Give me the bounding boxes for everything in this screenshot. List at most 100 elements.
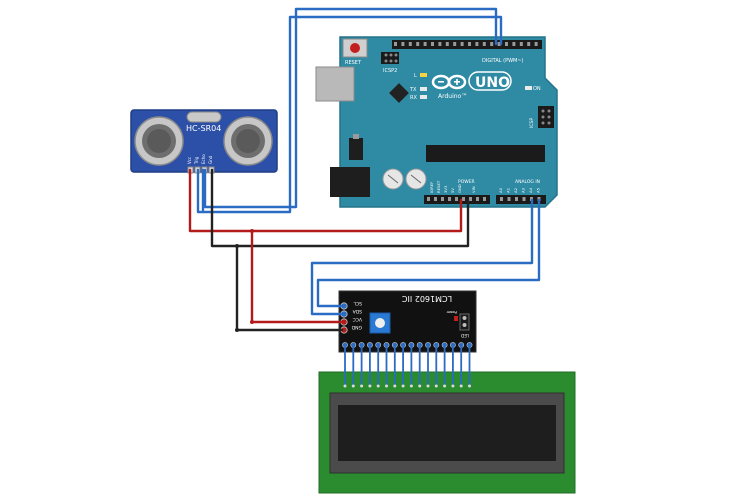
potentiometer-knob xyxy=(375,318,385,328)
digital-pin xyxy=(445,42,449,46)
wire-junctions xyxy=(235,229,254,332)
digital-pin xyxy=(490,42,494,46)
digital-pin xyxy=(497,42,501,46)
power-pin xyxy=(434,197,437,201)
led-jumper[interactable] xyxy=(459,313,470,331)
l-label: L xyxy=(414,73,417,79)
lcd-pin xyxy=(451,384,455,388)
arduino-wordmark: Arduino™ xyxy=(438,93,467,100)
icsp2-header xyxy=(381,52,399,64)
usb-connector xyxy=(315,66,355,102)
sensor-pin-label-echo: Echo xyxy=(201,154,206,164)
uno-label: UNO xyxy=(475,75,510,91)
digital-pin xyxy=(468,42,471,46)
lcd-pin xyxy=(459,384,463,388)
i2c-power-led xyxy=(454,316,458,321)
analog-pin xyxy=(507,197,511,201)
digital-pin xyxy=(394,42,397,46)
hc-sr04-sensor: HC-SR04 Vcc Trig Echo Gnd xyxy=(130,109,278,174)
icsp2-label: ICSP2 xyxy=(383,68,397,74)
lcd-pin xyxy=(385,384,388,388)
lcd-pin xyxy=(468,384,471,388)
power-label: POWER xyxy=(458,179,475,185)
icsp-label: ICSP xyxy=(529,118,535,128)
wire-lcd-vcc xyxy=(250,229,344,324)
digital-header-pins xyxy=(394,42,538,46)
i2c-pin-label-vcc: VCC xyxy=(353,316,362,322)
pin-label-vin: VIN xyxy=(471,186,476,193)
analog-pin xyxy=(515,197,518,201)
wiring xyxy=(188,7,541,332)
rx-led xyxy=(420,95,427,99)
digital-pin xyxy=(505,42,508,46)
power-pin xyxy=(455,197,458,201)
i2c-pin-label-scl: SCL xyxy=(353,300,362,306)
digital-pin xyxy=(519,42,523,46)
i2c-pin-label-gnd: GND xyxy=(351,324,362,330)
sensor-crystal xyxy=(186,111,222,123)
digital-pin xyxy=(453,42,457,46)
i2c-title: LCM1602 IIC xyxy=(402,294,453,303)
power-pin xyxy=(441,197,444,201)
arduino-logo xyxy=(431,74,467,90)
lcd-pin xyxy=(409,384,413,388)
icsp-header xyxy=(538,106,554,128)
digital-pin xyxy=(475,42,479,46)
digital-header xyxy=(392,40,542,49)
lcd-parallel-wires xyxy=(343,345,471,388)
digital-pin xyxy=(401,42,405,46)
analog-pin-label: A4 xyxy=(528,187,533,193)
wire-scl xyxy=(316,198,541,308)
lcd-pin xyxy=(351,384,355,388)
analog-pin-label: A0 xyxy=(498,187,503,193)
digital-pin xyxy=(423,42,427,46)
analog-pin-label: A3 xyxy=(521,187,526,193)
digital-pin xyxy=(527,42,531,46)
arduino-uno-board: RESET ICSP2 DIGITAL (PWM~) L TX RX ON xyxy=(315,36,558,208)
atmega-chip xyxy=(426,145,545,162)
analog-pin-label: A2 xyxy=(513,187,518,193)
tx-label: TX xyxy=(409,87,417,93)
lcd-pin xyxy=(368,384,372,388)
digital-pin xyxy=(408,42,412,46)
wire-echo xyxy=(203,7,498,209)
digital-pin xyxy=(534,42,538,46)
on-label: ON xyxy=(533,86,541,92)
i2c-pcb xyxy=(338,290,477,353)
digital-pin xyxy=(438,42,442,46)
digital-pin xyxy=(431,42,434,46)
sensor-pin-label-vcc: Vcc xyxy=(187,157,192,164)
icsp-pins xyxy=(541,109,551,125)
digital-pin xyxy=(482,42,486,46)
power-pin-labels: IOREF RESET 3V3 5V GND VIN xyxy=(429,180,476,193)
arduino-pcb xyxy=(339,36,558,208)
lcd-pin xyxy=(434,384,438,388)
uno-badge xyxy=(468,71,512,91)
usb-chip xyxy=(389,83,409,103)
power-pin xyxy=(427,197,430,201)
power-pin xyxy=(469,197,472,201)
sensor-transducer-right xyxy=(223,116,273,166)
i2c-header-pins xyxy=(340,302,348,334)
i2c-power-label: Power xyxy=(446,310,457,314)
i2c-pin-label-sda: SDA xyxy=(352,308,362,314)
i2c-backpack-lcm1602: LCM1602 IIC Power LED SCL SDA VCC GND xyxy=(338,290,477,353)
sensor-pin-label-gnd: Gnd xyxy=(208,155,213,164)
digital-pin xyxy=(512,42,516,46)
analog-label: ANALOG IN xyxy=(515,179,540,185)
power-pin xyxy=(462,197,465,201)
lcd-pin xyxy=(418,384,422,388)
analog-pin xyxy=(500,197,503,201)
lcd-pin xyxy=(393,384,397,388)
power-pin xyxy=(448,197,451,201)
analog-pin-label: A1 xyxy=(506,187,511,193)
pin-label-ioref: IOREF xyxy=(429,182,434,193)
digital-label: DIGITAL (PWM~) xyxy=(482,58,524,64)
l-led xyxy=(420,73,427,77)
pin-label-3v3: 3V3 xyxy=(443,185,448,193)
analog-header xyxy=(496,195,546,204)
pin-label-gnd: GND xyxy=(457,184,462,193)
digital-pin xyxy=(460,42,464,46)
power-pin xyxy=(483,197,486,201)
